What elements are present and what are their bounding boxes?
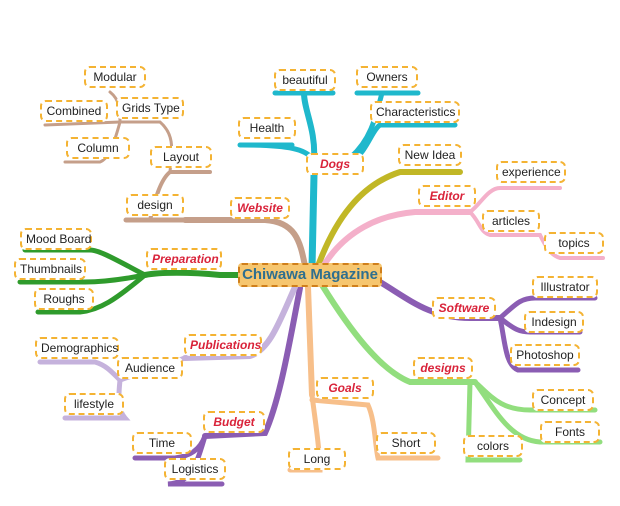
node-logistics[interactable]: Logistics: [164, 458, 226, 480]
node-illustrator[interactable]: Illustrator: [532, 276, 598, 298]
branch-budget[interactable]: Budget: [203, 411, 265, 433]
branch-dogs[interactable]: Dogs: [306, 153, 364, 175]
dogs-trunk: [308, 171, 318, 272]
software-link-photoshop: [497, 315, 581, 373]
branch-goals[interactable]: Goals: [316, 377, 374, 399]
node-beautiful[interactable]: beautiful: [274, 69, 336, 91]
branch-preparation[interactable]: Preparation: [146, 248, 222, 270]
node-experience[interactable]: experience: [496, 161, 566, 183]
node-fonts[interactable]: Fonts: [540, 421, 600, 443]
editor-trunk: [315, 169, 463, 269]
designs-connectors: [319, 282, 603, 463]
designs-link-fonts: [472, 379, 603, 445]
branch-editor[interactable]: Editor: [418, 185, 476, 207]
node-lifestyle[interactable]: lifestyle: [64, 393, 124, 415]
branch-publications[interactable]: Publications: [184, 334, 262, 356]
node-column[interactable]: Column: [66, 137, 130, 159]
node-articles[interactable]: articles: [482, 210, 540, 232]
editor-main-connectors: [315, 169, 463, 269]
preparation-branch: [142, 269, 241, 278]
preparation-link-thumbnails: [17, 272, 148, 285]
designs-branch: [319, 282, 478, 385]
preparation-connectors: [17, 247, 241, 315]
node-combined[interactable]: Combined: [40, 100, 108, 122]
branch-designs[interactable]: designs: [413, 357, 473, 379]
editor-link-experience: [468, 186, 562, 214]
node-audience[interactable]: Audience: [117, 357, 183, 379]
node-time[interactable]: Time: [132, 432, 192, 454]
goals-branch: [305, 284, 315, 398]
node-short[interactable]: Short: [376, 432, 436, 454]
preparation-link-mood-board: [22, 247, 148, 278]
node-layout[interactable]: Layout: [150, 146, 212, 168]
node-grids-type[interactable]: Grids Type: [116, 97, 184, 119]
node-topics[interactable]: topics: [544, 232, 604, 254]
branch-software[interactable]: Software: [432, 297, 496, 319]
publications-link-demographics: [37, 359, 123, 383]
node-long[interactable]: Long: [288, 448, 346, 470]
central-topic[interactable]: Chiwawa Magazine: [238, 263, 382, 287]
node-concept[interactable]: Concept: [532, 389, 594, 411]
website-link-combined: [43, 120, 122, 127]
node-characteristics[interactable]: Characteristics: [370, 101, 460, 123]
node-indesign[interactable]: Indesign: [524, 311, 584, 333]
dogs-link-owners: [348, 90, 385, 160]
budget-connectors: [132, 285, 303, 487]
node-new-idea[interactable]: New Idea: [398, 144, 462, 166]
editor-branch: [319, 209, 473, 271]
node-roughs[interactable]: Roughs: [34, 288, 94, 310]
goals-link-short: [309, 397, 441, 461]
software-link-illustrator: [497, 295, 598, 321]
dogs-link-beautiful: [301, 90, 318, 163]
preparation-link-roughs: [35, 272, 148, 315]
node-design[interactable]: design: [126, 194, 184, 216]
node-modular[interactable]: Modular: [84, 66, 146, 88]
budget-branch: [202, 285, 303, 439]
node-demographics[interactable]: Demographics: [35, 337, 119, 359]
node-health[interactable]: Health: [238, 117, 296, 139]
website-branch: [182, 217, 308, 269]
node-owners[interactable]: Owners: [356, 66, 418, 88]
branch-website[interactable]: Website: [230, 197, 290, 219]
editor-link-articles: [468, 210, 542, 237]
node-thumbnails[interactable]: Thumbnails: [14, 258, 86, 280]
node-photoshop[interactable]: Photoshop: [510, 344, 580, 366]
node-colors[interactable]: colors: [463, 435, 523, 457]
node-mood-board[interactable]: Mood Board: [20, 228, 92, 250]
designs-link-colors: [465, 379, 523, 463]
